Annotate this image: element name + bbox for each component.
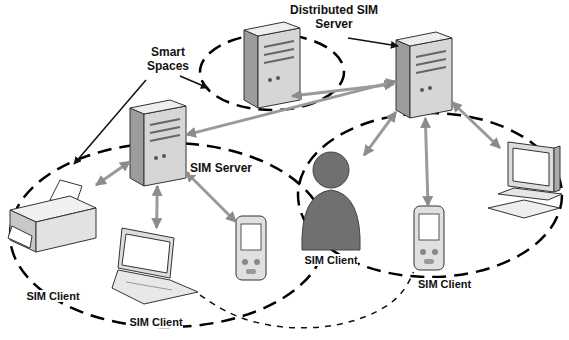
device-label: SIM Server (190, 162, 264, 176)
pda-icon (236, 216, 266, 280)
mobility-path (200, 272, 414, 328)
device-label: Distributed SIM Server (282, 4, 386, 32)
person-icon (302, 152, 360, 250)
server-node: SIM Server (130, 98, 186, 186)
label-text: SIM Client (26, 290, 79, 302)
printer-icon (8, 180, 96, 252)
pda-icon (414, 206, 444, 270)
device-label: SIM Client (10, 290, 96, 303)
device-label: SIM Client (418, 278, 494, 291)
client-node: SIM Client (298, 150, 364, 250)
label-text: SIM Server (190, 161, 252, 175)
label-text: Distributed SIM Server (290, 3, 378, 31)
server-icon (130, 22, 452, 186)
label-text: SIM Client (129, 316, 182, 328)
desktop-icon (488, 142, 562, 218)
label-text: SIM Client (304, 254, 357, 266)
client-node: SIM Client (412, 206, 446, 272)
device-label: SIM Client (112, 316, 200, 329)
server-node: Distributed SIM Server (396, 30, 452, 118)
link-arrow (155, 186, 159, 228)
link-arrow (186, 84, 500, 222)
callout-label: Smart Spaces (132, 46, 204, 74)
leader-line (74, 38, 398, 164)
client-node: SIM Client (112, 228, 200, 304)
link-arrow (425, 118, 428, 206)
label-text: SIM Client (418, 278, 471, 290)
link-arrow (186, 81, 396, 135)
link-arrow (96, 161, 130, 185)
device-label: SIM Client (294, 254, 368, 267)
laptop-icon (112, 228, 198, 304)
client-node: SIM Client (10, 178, 96, 252)
link-arrow (364, 112, 396, 155)
